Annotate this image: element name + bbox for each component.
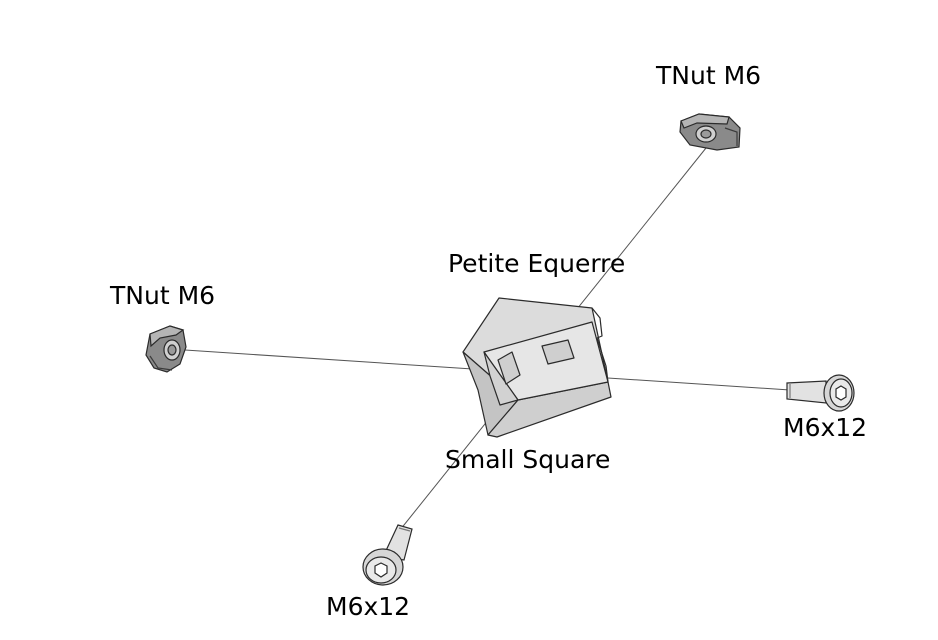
label-petite-equerre: Petite Equerre	[448, 249, 626, 278]
tnut-left-hole-inner	[167, 344, 177, 356]
bracket-slot-left	[497, 351, 521, 385]
tnut-left-part	[145, 325, 187, 373]
bracket-right-edge	[591, 307, 609, 383]
screw-bottom-part	[362, 524, 413, 586]
tnut-top-hole-inner	[700, 129, 712, 139]
tnut-top-rib	[724, 127, 738, 146]
screw-right-part	[786, 374, 855, 412]
tnut-top-face	[680, 113, 730, 129]
tnut-left-face	[149, 325, 185, 348]
bracket-part	[462, 297, 612, 438]
tnut-top-part	[679, 113, 741, 151]
screw-bottom-hex-socket	[374, 562, 388, 578]
label-tnut-top: TNut M6	[656, 61, 762, 90]
label-screw-right: M6x12	[783, 413, 868, 442]
screw-bottom-thread	[398, 527, 411, 532]
screw-right-hex-socket	[835, 385, 847, 401]
label-tnut-left: TNut M6	[110, 281, 216, 310]
label-screw-bottom: M6x12	[326, 592, 411, 621]
screw-right-shaft	[786, 380, 827, 404]
tnut-left-rib	[149, 355, 173, 371]
bracket-slot-right	[541, 339, 575, 365]
label-small-square: Small Square	[445, 445, 611, 474]
bracket-bottom-face	[487, 381, 612, 438]
